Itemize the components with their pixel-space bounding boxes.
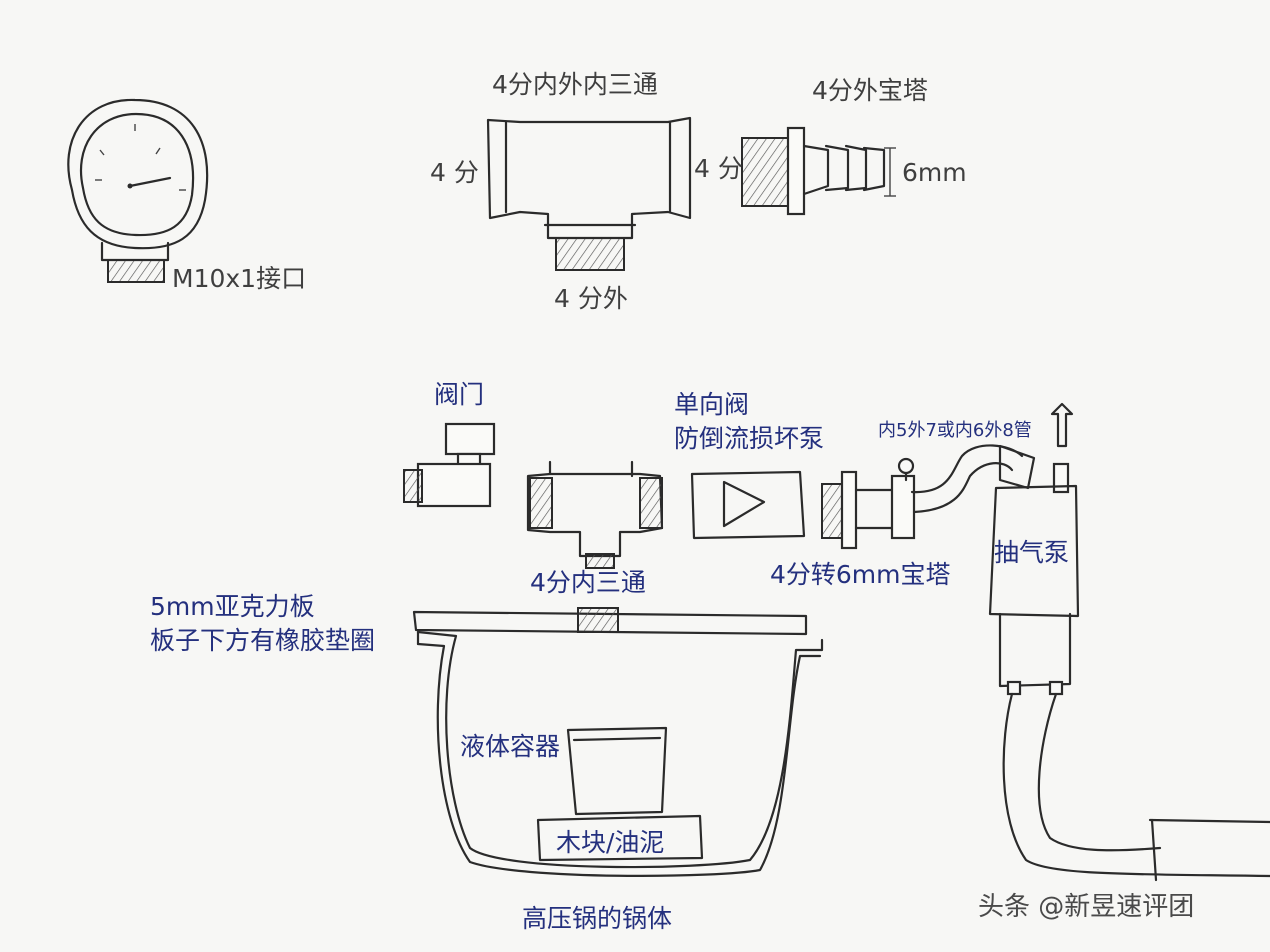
- acrylic-label: 5mm亚克力板: [150, 592, 315, 621]
- inner-tee-icon: [526, 460, 664, 569]
- vacuum-hose-icon: [910, 444, 1036, 514]
- power-cable-icon: [1002, 692, 1270, 882]
- tee-bottom-port-label: 4 分外: [554, 284, 628, 313]
- barb-title-label: 4分外宝塔: [812, 76, 928, 105]
- barb-size-label: 6mm: [902, 158, 967, 187]
- liquid-container-icon: [566, 726, 668, 816]
- gauge-port-label: M10x1接口: [172, 264, 307, 293]
- barb-adapter-icon: [821, 457, 916, 550]
- inner-tee-label: 4分内三通: [530, 568, 646, 597]
- hose-spec-label: 内5外7或内6外8管: [878, 420, 1032, 441]
- liquid-container-label: 液体容器: [460, 732, 561, 761]
- check-valve-icon: [690, 470, 806, 540]
- acrylic-plate-icon: [412, 607, 808, 636]
- check-valve-label: 单向阀: [674, 390, 750, 419]
- wood-block-icon: [536, 814, 704, 862]
- watermark: 头条 @新昱速评团: [978, 892, 1195, 922]
- tee-right-port-label: 4 分: [694, 154, 743, 183]
- wood-block-label: 木块/油泥: [556, 828, 665, 857]
- barb-adapter-label: 4分转6mm宝塔: [770, 560, 951, 589]
- pump-icon: [988, 462, 1080, 696]
- tee-fitting-icon: [486, 116, 692, 271]
- arrow-up-icon: [1050, 402, 1074, 448]
- pressure-gauge-icon: [67, 98, 209, 283]
- check-valve-note-label: 防倒流损坏泵: [674, 424, 825, 453]
- acrylic-note-label: 板子下方有橡胶垫圈: [150, 626, 376, 655]
- pot-body-label: 高压锅的锅体: [522, 904, 673, 933]
- tee-title-label: 4分内外内三通: [492, 70, 658, 99]
- pump-label: 抽气泵: [994, 538, 1070, 567]
- pot-body-icon: [416, 630, 824, 877]
- hose-barb-icon: [741, 126, 896, 216]
- valve-label: 阀门: [434, 380, 485, 409]
- valve-icon: [403, 422, 496, 508]
- tee-left-port-label: 4 分: [430, 158, 479, 187]
